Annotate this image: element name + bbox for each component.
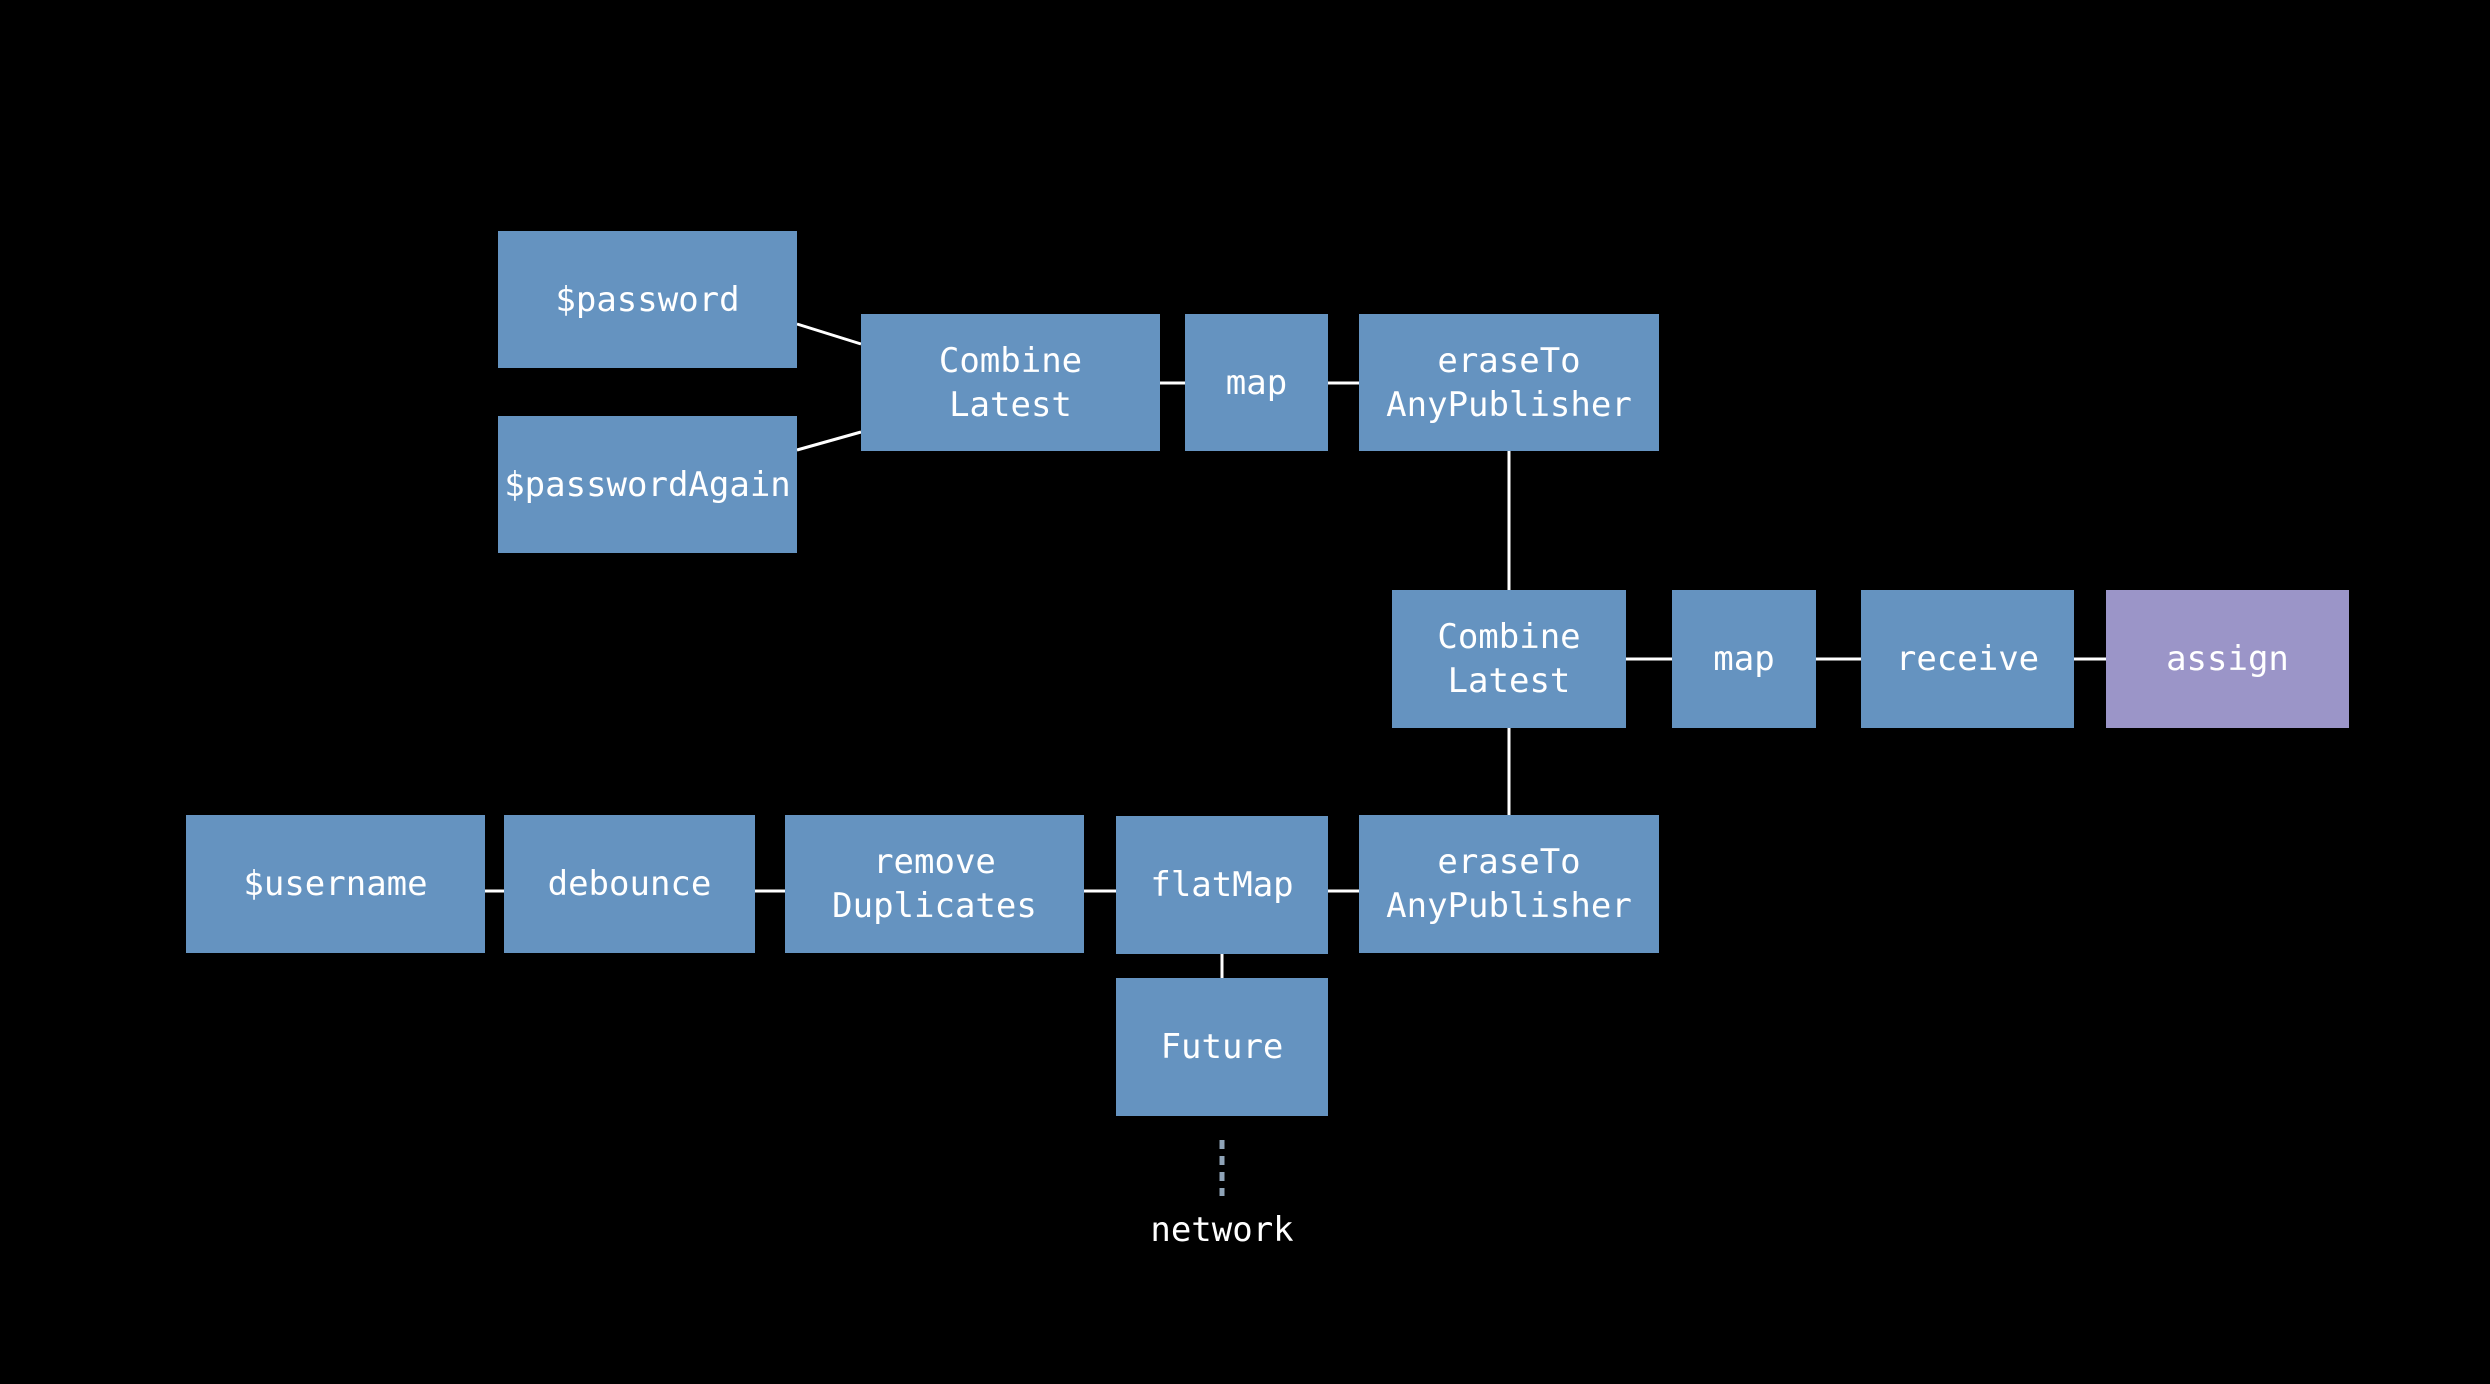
node-assign-label: assign — [2166, 639, 2289, 679]
node-erase-bottom-label-line2: AnyPublisher — [1386, 886, 1632, 926]
node-future-label: Future — [1160, 1027, 1284, 1067]
node-debounce-label: debounce — [547, 864, 712, 904]
network-label: network — [1150, 1210, 1294, 1250]
node-flatmap: flatMap — [1116, 816, 1328, 954]
node-password-again: $passwordAgain — [498, 416, 797, 553]
node-erase-top-label-line2: AnyPublisher — [1386, 384, 1632, 425]
node-combine-latest-mid: Combine Latest — [1392, 590, 1626, 728]
node-username: $username — [186, 815, 485, 953]
node-erase-to-any-publisher-top: eraseTo AnyPublisher — [1359, 314, 1659, 451]
node-remove-duplicates-label-line1: remove — [873, 842, 996, 882]
node-combine-latest-mid-label-line2: Latest — [1447, 661, 1571, 701]
node-erase-bottom-label-line1: eraseTo — [1437, 842, 1581, 882]
node-remove-duplicates-label-line2: Duplicates — [832, 886, 1037, 926]
node-debounce: debounce — [504, 815, 755, 953]
node-map-top: map — [1185, 314, 1328, 451]
node-password: $password — [498, 231, 797, 368]
node-map-mid: map — [1672, 590, 1816, 728]
node-combine-latest-top: Combine Latest — [861, 314, 1160, 451]
node-map-mid-label: map — [1713, 639, 1775, 679]
node-erase-top-label-line1: eraseTo — [1437, 340, 1581, 381]
node-erase-to-any-publisher-bottom: eraseTo AnyPublisher — [1359, 815, 1659, 953]
node-password-label: $password — [555, 279, 740, 320]
node-combine-latest-top-label-line2: Latest — [949, 384, 1072, 425]
node-password-again-label: $passwordAgain — [504, 464, 791, 505]
node-future: Future — [1116, 978, 1328, 1116]
edge-password-again-to-combine-latest — [796, 430, 862, 452]
node-flatmap-label: flatMap — [1150, 865, 1294, 905]
node-assign: assign — [2106, 590, 2349, 728]
edge-password-to-combine-latest — [796, 322, 862, 346]
node-remove-duplicates: remove Duplicates — [785, 815, 1084, 953]
node-username-label: $username — [243, 864, 428, 904]
node-map-top-label: map — [1225, 362, 1288, 403]
node-receive: receive — [1861, 590, 2074, 728]
node-combine-latest-mid-label-line1: Combine — [1437, 617, 1581, 657]
node-combine-latest-top-label-line1: Combine — [938, 340, 1083, 381]
node-receive-label: receive — [1895, 639, 2040, 679]
